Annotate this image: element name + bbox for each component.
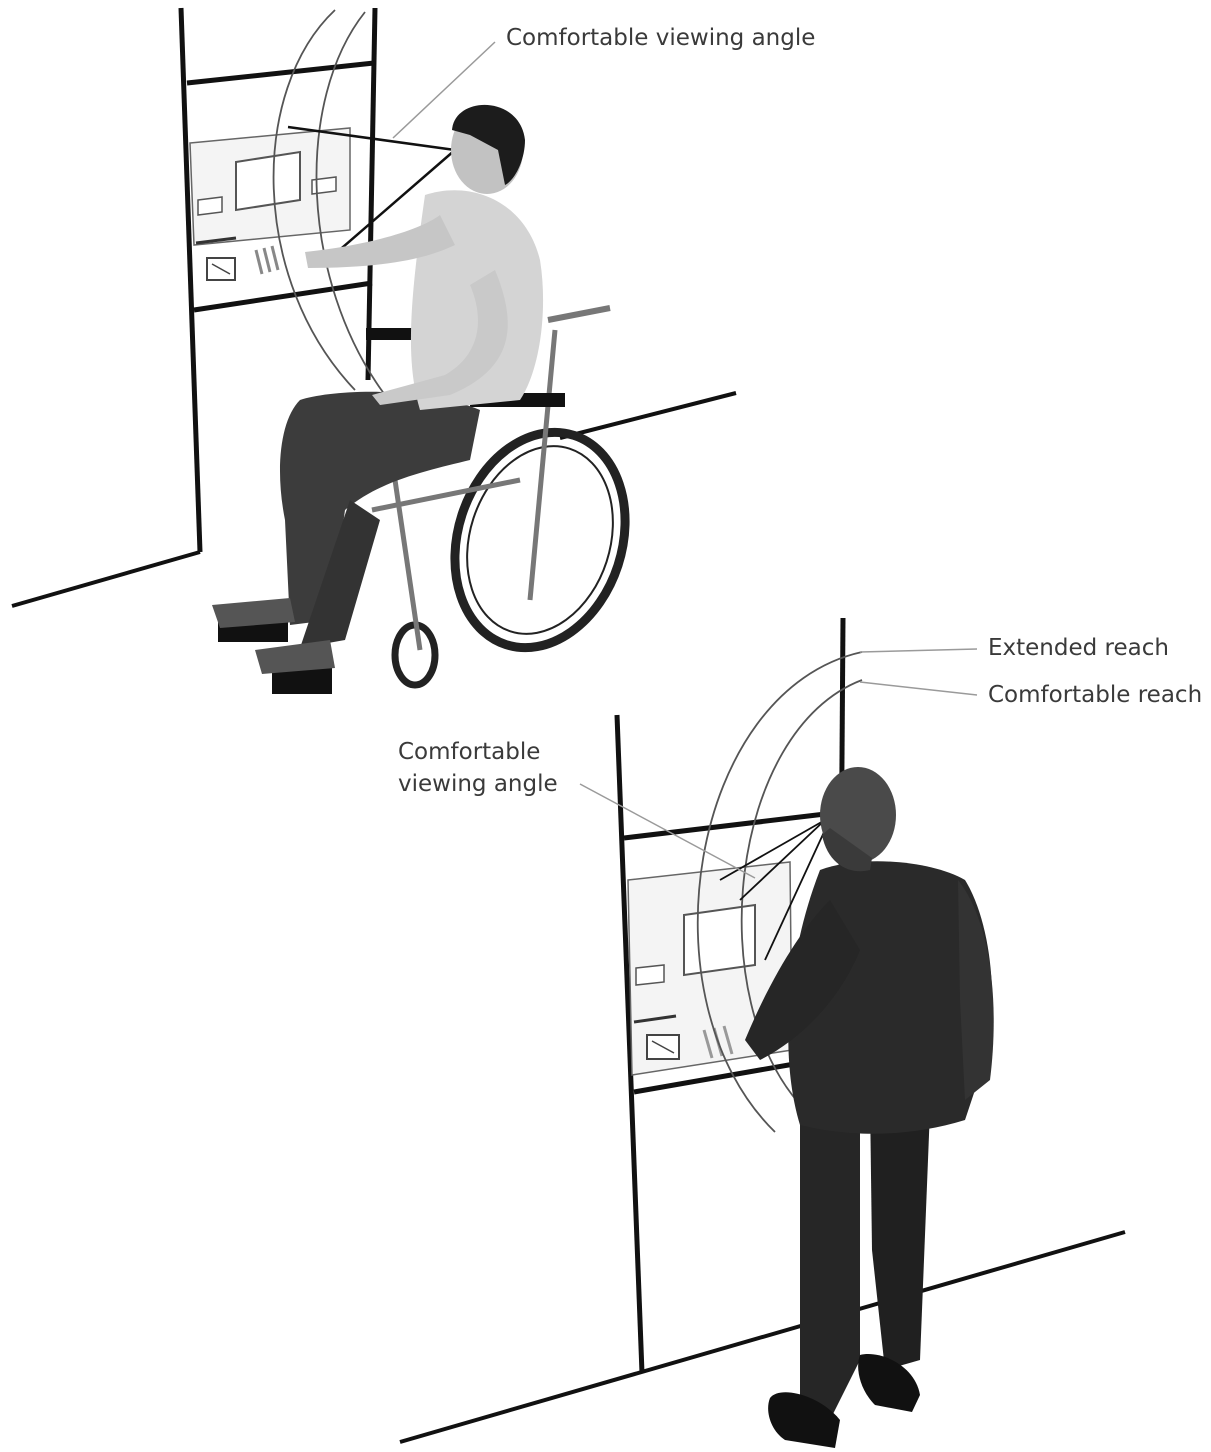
- bottom-viewing-angle-label-line1: Comfortable: [398, 736, 558, 768]
- top-floor-left: [12, 552, 200, 606]
- bottom-viewing-angle-label: Comfortable viewing angle: [398, 736, 558, 800]
- top-scene: [12, 8, 736, 694]
- extended-reach-label: Extended reach: [988, 632, 1169, 664]
- comfortable-reach-label: Comfortable reach: [988, 679, 1211, 711]
- bottom-viewing-leader: [580, 784, 755, 878]
- comfortable-reach-leader: [860, 682, 977, 695]
- top-floor-right: [560, 393, 736, 438]
- top-viewing-angle-label: Comfortable viewing angle: [506, 22, 815, 54]
- bottom-viewing-angle-label-line2: viewing angle: [398, 768, 558, 800]
- extended-reach-leader: [860, 649, 977, 652]
- bottom-floor: [400, 1232, 1125, 1442]
